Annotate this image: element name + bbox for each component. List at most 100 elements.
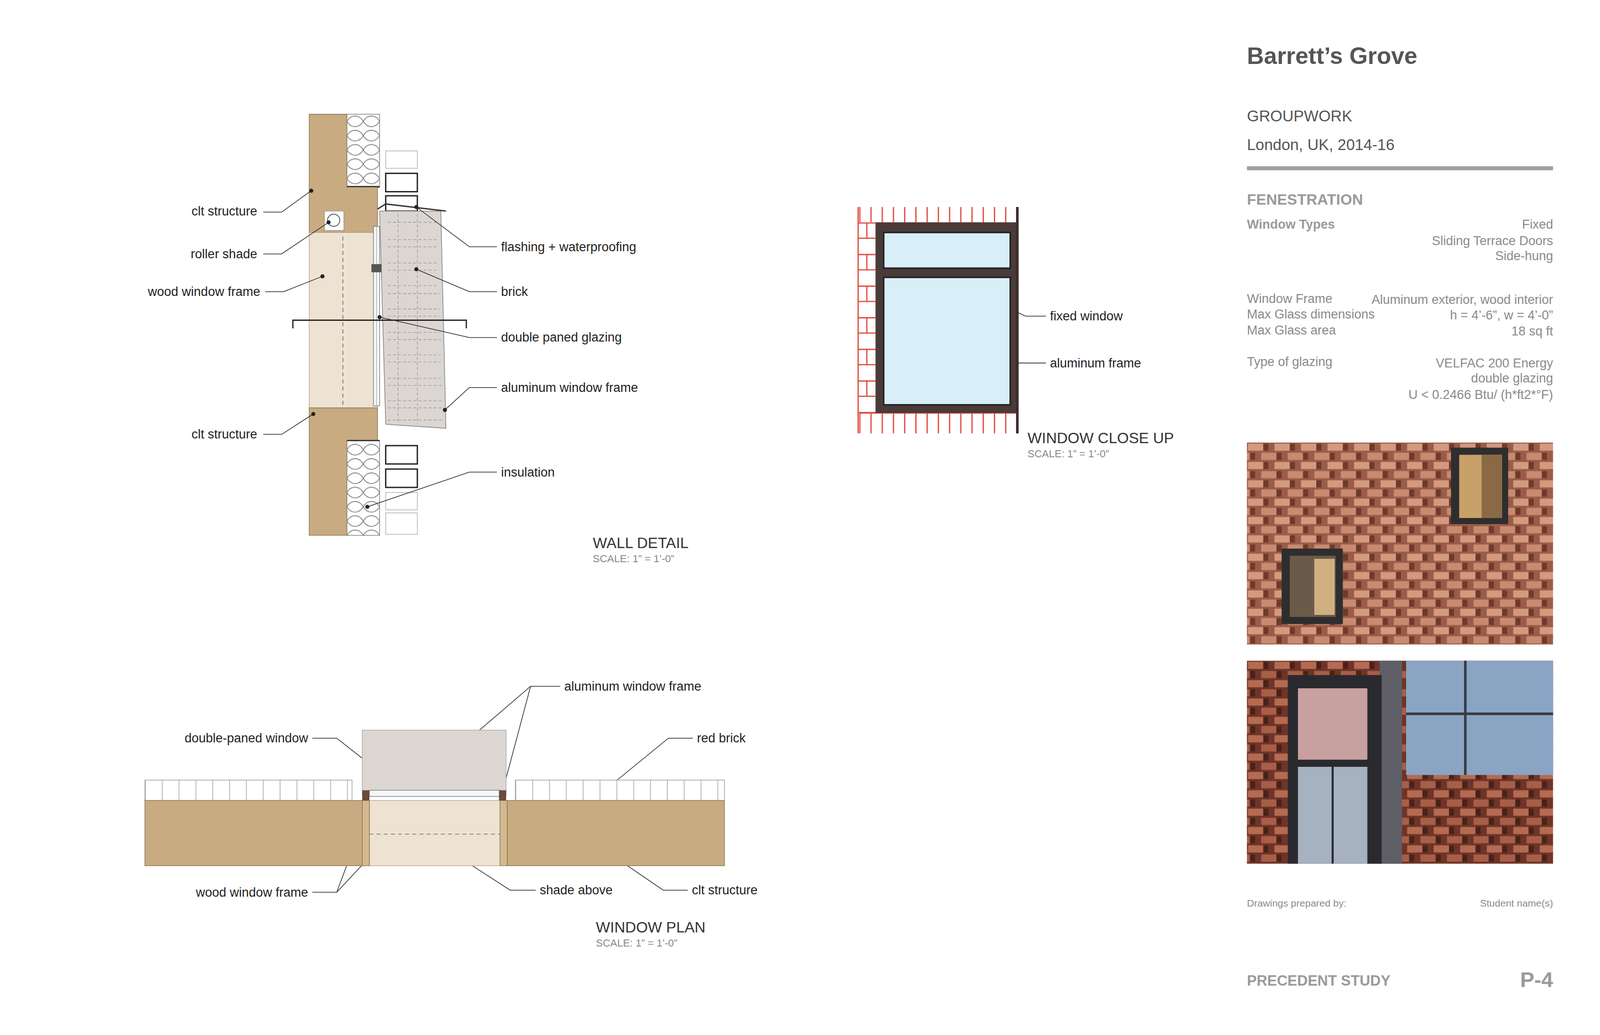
spec-value: h = 4’-6”, w = 4’-0” xyxy=(1449,308,1553,322)
spec-key: Max Glass area xyxy=(1247,323,1336,337)
leader-line xyxy=(416,207,497,248)
window-close-up-drawing xyxy=(875,222,1017,414)
leader-line xyxy=(263,190,312,213)
window-close-up-drawing xyxy=(1016,207,1019,434)
part-label: clt structure xyxy=(691,883,758,897)
leader-dot xyxy=(320,274,325,279)
leader-line xyxy=(263,190,1046,893)
leader-line xyxy=(263,222,329,255)
facade-photo xyxy=(1247,442,1554,864)
facade-photo xyxy=(1297,767,1368,864)
part-label: wood window frame xyxy=(147,285,261,299)
facade-photo xyxy=(1406,661,1553,776)
part-label: insulation xyxy=(501,465,555,479)
facade-photo xyxy=(1459,455,1503,519)
facade-photo xyxy=(1406,661,1553,776)
sheet-type: PRECEDENT STUDY xyxy=(1247,973,1391,990)
window-close-up-drawing xyxy=(883,277,1011,406)
leader-dot xyxy=(311,412,316,417)
window-plan-drawing xyxy=(362,790,370,801)
wall-detail-drawing xyxy=(346,440,380,442)
spec-value: 18 sq ft xyxy=(1511,324,1554,338)
part-label: wood window frame xyxy=(195,885,309,899)
facade-photo xyxy=(1297,688,1368,760)
wall-detail-drawing xyxy=(324,211,344,231)
part-label: aluminum window frame xyxy=(564,680,702,694)
spec-key: Max Glass dimensions xyxy=(1247,307,1376,321)
wall-detail-drawing xyxy=(292,114,467,536)
spec-value: Side-hung xyxy=(1495,249,1553,263)
drawing-title: WALL DETAIL xyxy=(592,535,689,552)
window-plan-drawing xyxy=(369,800,501,866)
part-label: brick xyxy=(501,285,528,299)
window-plan-drawing xyxy=(362,730,507,796)
divider-rule xyxy=(1247,166,1554,171)
wall-detail-drawing xyxy=(346,185,380,188)
spec-value: U < 0.2466 Btu/ (h*ft2*°F) xyxy=(1408,388,1553,402)
leader-line xyxy=(379,317,497,338)
leader-dot xyxy=(414,267,419,272)
window-close-up-drawing xyxy=(883,232,1011,269)
facade-photo xyxy=(1314,559,1335,616)
window-close-up-drawing xyxy=(858,222,876,414)
spec-value: double glazing xyxy=(1471,371,1553,385)
wall-detail-drawing xyxy=(377,203,446,211)
facade-photo xyxy=(1481,455,1502,519)
scale-note: SCALE: 1” = 1’-0” xyxy=(592,553,675,565)
wall-detail-drawing xyxy=(346,114,380,188)
drawing-title: WINDOW PLAN xyxy=(595,920,706,937)
window-close-up-drawing xyxy=(859,207,1018,223)
leader-dot xyxy=(309,188,1018,864)
wall-detail-drawing xyxy=(342,236,344,407)
spec-key: Window Types xyxy=(1247,217,1336,232)
leader-dot xyxy=(414,205,419,210)
wall-detail-drawing xyxy=(385,512,418,535)
part-label: clt structure xyxy=(191,204,258,218)
spec-value: Fixed xyxy=(1521,217,1553,232)
section-heading: FENESTRATION xyxy=(1247,192,1364,208)
part-label: fixed window xyxy=(1049,309,1123,323)
wall-detail-drawing xyxy=(346,440,380,536)
window-close-up-drawing xyxy=(858,207,1018,434)
wall-detail-drawing xyxy=(327,214,340,227)
facade-photo xyxy=(1247,442,1554,645)
facade-photo xyxy=(1247,661,1554,864)
window-close-up-drawing xyxy=(857,207,859,434)
wall-detail-drawing xyxy=(376,226,377,406)
wall-detail-drawing xyxy=(309,408,378,536)
window-plan-drawing xyxy=(515,780,725,801)
part-label: double paned glazing xyxy=(501,330,623,344)
window-plan-drawing xyxy=(144,800,363,866)
part-label: red brick xyxy=(696,731,746,745)
wall-detail-drawing xyxy=(385,445,418,464)
window-plan-drawing xyxy=(369,790,501,797)
wall-detail-drawing xyxy=(346,114,380,188)
facade-photo xyxy=(1450,448,1508,525)
spec-value: Sliding Terrace Doors xyxy=(1432,233,1554,248)
part-label: roller shade xyxy=(190,247,257,261)
leader-dot xyxy=(377,315,382,320)
leader-dot xyxy=(326,220,331,225)
facade-photo xyxy=(1281,548,1343,624)
facade-photo xyxy=(1289,555,1336,617)
spec-value: VELFAC 200 Energy xyxy=(1435,356,1553,370)
leader-dot xyxy=(442,408,448,413)
sheet-number: P-4 xyxy=(1520,968,1553,992)
part-label: double-paned window xyxy=(184,731,309,745)
window-plan-drawing xyxy=(369,833,501,835)
drawing-title: WINDOW CLOSE UP xyxy=(1027,430,1175,447)
facade-photo xyxy=(1331,767,1334,864)
wall-detail-drawing xyxy=(387,214,442,425)
part-label: flashing + waterproofing xyxy=(501,240,637,254)
wall-detail-drawing xyxy=(385,151,418,169)
window-plan-drawing xyxy=(500,800,508,866)
window-plan-drawing xyxy=(144,730,725,866)
wall-detail-drawing xyxy=(346,440,380,536)
leader-line xyxy=(1015,362,1047,364)
part-label: aluminum frame xyxy=(1049,356,1142,370)
window-close-up-drawing xyxy=(859,413,1018,434)
spec-key: Window Frame xyxy=(1247,292,1333,306)
part-label: aluminum window frame xyxy=(501,380,639,394)
